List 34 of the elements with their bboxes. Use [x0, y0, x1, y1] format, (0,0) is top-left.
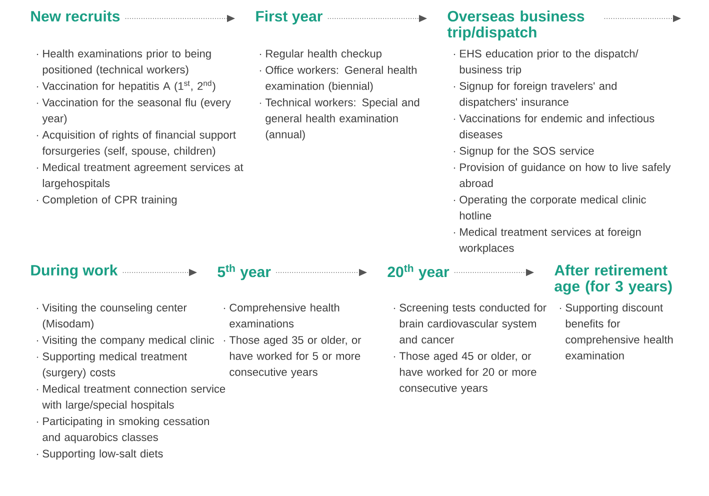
bullet-item: Comprehensive health examinations [224, 303, 340, 328]
bullet-item: Health examinations prior to being positioned (technical workers) [36, 49, 211, 76]
bullet-item: Visiting the counseling center (Misodam) [36, 303, 187, 330]
bullet-item: Vaccinations for endemic and infectious diseases [454, 114, 654, 138]
stage-heading: New recruits [31, 10, 120, 22]
stage-heading: 20$^{th}$ year [388, 264, 450, 280]
bullet-item: Medical treatment agreement services at largehospitals [36, 163, 244, 190]
stage-heading: Overseas business trip/dispatch [447, 10, 584, 40]
bullet-item: Those aged 35 or older, or have worked for 5 or more consecutive years [224, 336, 362, 378]
bullet-item: Participating in smoking cessation and aquarobics classes [36, 417, 209, 444]
bullet-item: Office workers: General health examination (biennial) [260, 66, 416, 92]
bullet-item: Completion of CPR training [36, 195, 177, 206]
bullet-item: Screening tests conducted for brain cardiovascular system and cancer [394, 303, 546, 344]
stage-heading: During work [31, 264, 118, 279]
bullet-item: Acquisition of rights of financial support forsurgeries (self, spouse, children) [36, 130, 236, 157]
bullet-item: Provision of guidance on how to live safely abroad [454, 163, 671, 188]
bullet-item: EHS education prior to the dispatch/ business trip [454, 49, 638, 76]
bullet-item: Medical treatment connection service with large/special hospitals [36, 384, 226, 411]
bullet-item: Operating the corporate medical clinic hotline [454, 195, 646, 220]
bullet-item: Vaccination for hepatitis A (1$^{st}$, 2$^{nd}$) [36, 80, 216, 92]
stage-heading: 5$^{th}$ year [218, 264, 271, 280]
bullet-item: Regular health checkup [260, 49, 382, 60]
stage-heading: First year [256, 10, 322, 24]
bullet-item: Signup for foreign travelers' and dispatchers' insurance [454, 82, 616, 108]
bullet-item: Signup for the SOS service [454, 146, 594, 157]
bullet-item: Technical workers: Special and general health examination (annual) [260, 98, 420, 140]
bullet-item: Those aged 45 or older, or have worked for 20 or more consecutive years [394, 352, 536, 394]
bullet-item: Visiting the company medical clinic [36, 336, 214, 346]
bullet-item: Vaccination for the seasonal flu (every year) [36, 98, 231, 124]
bullet-item: Supporting medical treatment (surgery) costs [36, 352, 187, 378]
bullet-item: Supporting discount benefits for comprehensive health examination [560, 303, 673, 360]
bullet-item: Medical treatment services at foreign workplaces [454, 228, 641, 254]
stage-heading: After retirement age (for 3 years) [554, 264, 672, 295]
bullet-item: Supporting low-salt diets [36, 449, 163, 460]
